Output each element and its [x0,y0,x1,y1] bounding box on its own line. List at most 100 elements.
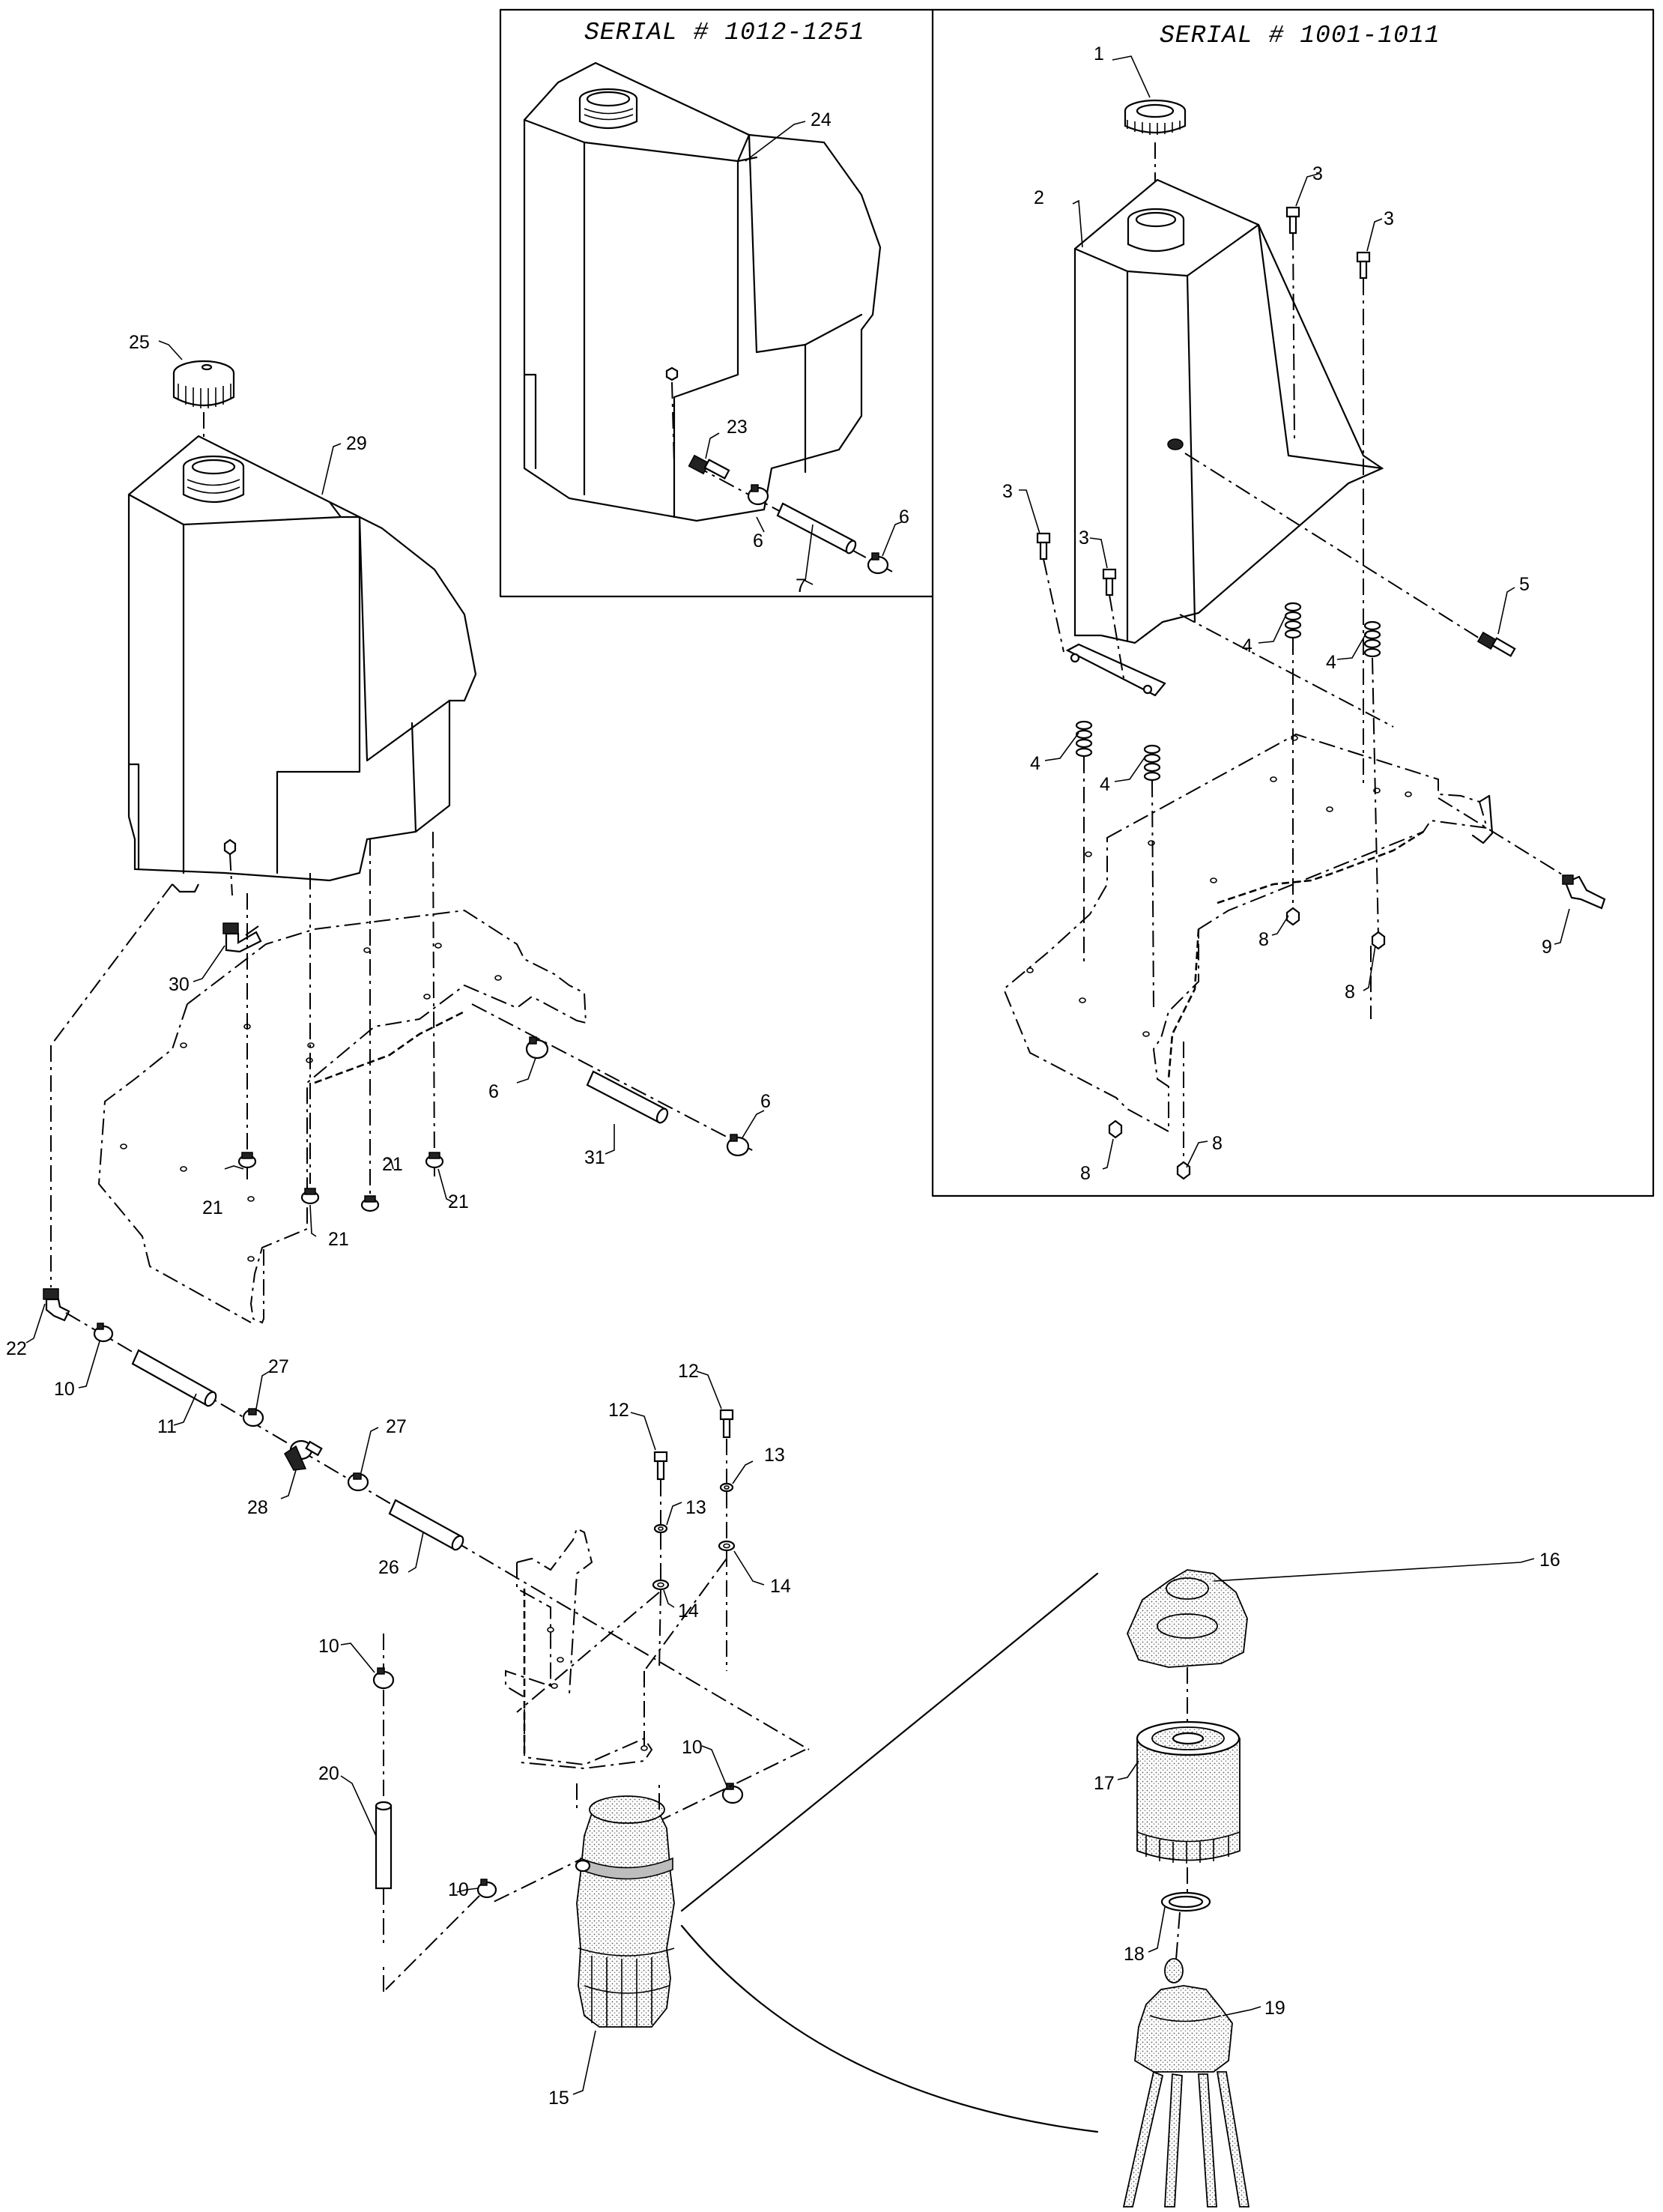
callout-3: 3 [1384,208,1394,229]
callout-4: 4 [1242,635,1252,656]
callout-10: 10 [54,1379,75,1400]
fuel-cap-25 [172,360,235,408]
bolt-3-right-b [1356,251,1371,279]
nut-21-b [425,1152,444,1169]
clamp-10-c [476,1879,497,1899]
callout-18: 18 [1124,1944,1145,1965]
clamp-6-main-b [726,1134,750,1157]
spacer-4-c [1075,720,1093,758]
callout-20: 20 [318,1763,339,1784]
inset-serial-1012-1251: SERIAL # 1012-1251 [499,8,934,598]
bolt-3-right-a [1285,206,1300,235]
callout-8: 8 [1258,929,1269,950]
clamp-6-inset-a [747,484,769,506]
filter-cartridge-17 [1136,1720,1241,1864]
callout-9: 9 [1542,937,1552,958]
callout-13: 13 [685,1497,706,1518]
callout-1: 1 [1094,43,1104,64]
callout-6: 6 [760,1091,771,1112]
fitting-5 [1476,631,1516,657]
nut-21-d [300,1188,320,1205]
callout-21: 21 [328,1229,349,1250]
filter-bowl-19 [1122,1958,1250,2208]
callout-8: 8 [1080,1163,1091,1184]
nut-8-a [1285,907,1300,926]
bolt-12-a [653,1451,668,1481]
fuel-filter-15 [575,1795,675,2028]
clamp-10-a [93,1323,114,1343]
callout-19: 19 [1264,1998,1285,2019]
filter-head-16 [1127,1569,1248,1668]
nut-8-b [1371,931,1386,950]
inset-serial-1001-1011: SERIAL # 1001-1011 [931,8,1655,1197]
fitting-23 [688,454,730,480]
callout-4: 4 [1326,652,1336,673]
washer-13-b [719,1482,734,1493]
callout-10: 10 [318,1636,339,1657]
nut-8-c [1108,1119,1123,1139]
seal-ring-18 [1160,1891,1211,1912]
nut-21-a [360,1195,380,1212]
callout-27: 27 [268,1356,289,1377]
callout-labels: 1 2 3 3 3 3 4 4 4 4 5 8 8 8 8 9 24 23 6 … [6,43,1560,2109]
callout-11: 11 [157,1416,177,1437]
callout-15: 15 [548,2088,569,2109]
callout-4: 4 [1030,753,1040,774]
callout-17: 17 [1094,1773,1115,1794]
callout-14: 14 [770,1576,791,1597]
tank-bracket-main [97,909,587,1324]
callout-4: 4 [1100,774,1110,795]
callout-12: 12 [608,1400,629,1421]
clamp-27-a [242,1408,264,1427]
washer-13-a [653,1523,668,1534]
callout-6: 6 [488,1081,499,1102]
spacer-4-b [1363,620,1381,658]
bolt-3-left-b [1102,568,1117,596]
hose-20 [375,1801,393,1890]
fuel-tank-24 [523,61,882,522]
callout-27: 27 [386,1416,407,1437]
callout-26: 26 [378,1557,399,1578]
inset-right-header: SERIAL # 1001-1011 [1160,22,1440,49]
callout-29: 29 [346,433,367,454]
callout-14: 14 [678,1601,699,1622]
washer-14-a [652,1579,670,1591]
callout-23: 23 [727,417,748,438]
callout-16: 16 [1539,1550,1560,1571]
clamp-10-d [372,1667,395,1690]
clamp-10-b [721,1783,744,1804]
nut-21-c [237,1152,257,1169]
filter-bracket [505,1527,653,1770]
callout-13: 13 [764,1445,785,1466]
callout-leaders [25,55,1570,2095]
callout-3: 3 [1002,481,1013,502]
washer-14-b [718,1540,736,1552]
tank-bracket-right [1002,733,1494,1133]
callout-10: 10 [682,1737,703,1758]
callout-2: 2 [1034,187,1044,208]
shutoff-valve-28 [284,1439,323,1471]
elbow-fitting-30 [222,922,262,953]
spacer-4-d [1143,744,1161,782]
hose-7 [776,502,857,554]
callout-22: 22 [6,1338,27,1359]
clamp-6-inset-b [867,552,889,575]
callout-12: 12 [678,1361,699,1382]
callout-7: 7 [796,575,806,596]
callout-21: 21 [202,1197,223,1218]
callout-24: 24 [811,109,832,130]
clamp-27-b [347,1472,369,1492]
callout-6: 6 [899,507,909,528]
fuel-tank-2 [1065,178,1384,697]
callout-28: 28 [247,1497,268,1518]
callout-25: 25 [129,332,150,353]
callout-31: 31 [584,1147,605,1168]
callout-21: 21 [382,1154,403,1175]
callout-30: 30 [169,974,190,995]
callout-3: 3 [1312,163,1323,184]
hose-11 [131,1349,217,1407]
hose-26 [388,1499,464,1551]
callout-8: 8 [1212,1133,1223,1154]
callout-3: 3 [1079,528,1089,549]
